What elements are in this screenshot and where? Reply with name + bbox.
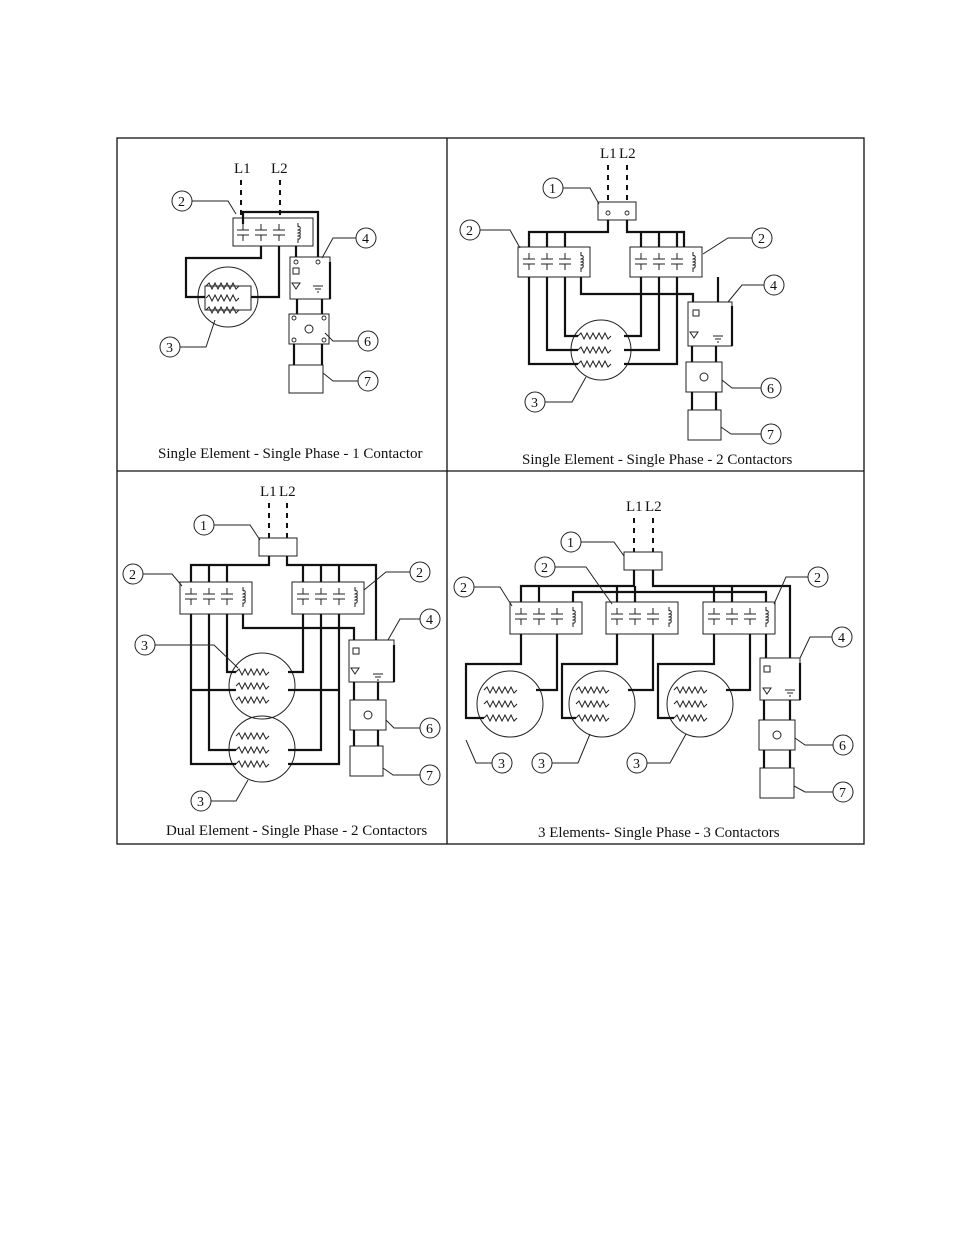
callout-7: 7 — [426, 769, 433, 784]
callout-3: 3 — [166, 341, 173, 356]
callout-3: 3 — [633, 757, 640, 772]
controller-box — [686, 362, 722, 392]
line-label-l2: L2 — [645, 499, 662, 515]
contactor-right — [703, 602, 775, 634]
line-label-l1: L1 — [260, 484, 277, 500]
panel-dual-element-2-contactors: L1 L2 — [123, 484, 440, 839]
callout-1: 1 — [200, 519, 207, 534]
callout-2: 2 — [129, 568, 136, 583]
contactor-left — [518, 247, 590, 277]
callout-3: 3 — [531, 396, 538, 411]
caption-panel-2: Single Element - Single Phase - 2 Contac… — [522, 452, 793, 468]
callout-2: 2 — [541, 561, 548, 576]
terminal-block — [259, 538, 297, 556]
panel-3-elements-3-contactors: L1 L2 — [454, 499, 853, 841]
sensor-box — [289, 365, 323, 393]
caption-panel-4: 3 Elements- Single Phase - 3 Contactors — [538, 825, 780, 841]
callout-2: 2 — [814, 571, 821, 586]
sensor-box — [350, 746, 383, 776]
panel-single-element-2-contactors: L1 L2 — [460, 146, 793, 468]
contactor-right — [630, 247, 702, 277]
caption-panel-3: Dual Element - Single Phase - 2 Contacto… — [166, 823, 427, 839]
terminal-block — [624, 552, 662, 570]
line-label-l2: L2 — [279, 484, 296, 500]
callout-2: 2 — [178, 195, 185, 210]
callout-7: 7 — [767, 428, 774, 443]
callout-6: 6 — [767, 382, 774, 397]
callout-4: 4 — [362, 232, 369, 247]
terminal-block — [598, 202, 636, 220]
callout-7: 7 — [839, 786, 846, 801]
callout-4: 4 — [770, 279, 777, 294]
callout-3: 3 — [197, 795, 204, 810]
callout-6: 6 — [839, 739, 846, 754]
caption-panel-1: Single Element - Single Phase - 1 Contac… — [158, 446, 423, 462]
callout-4: 4 — [838, 631, 845, 646]
callout-4: 4 — [426, 613, 433, 628]
sensor-box — [688, 410, 721, 440]
callout-2: 2 — [460, 581, 467, 596]
figure-frame — [117, 138, 864, 844]
contactor-box — [233, 218, 313, 246]
callout-3: 3 — [498, 757, 505, 772]
callout-6: 6 — [364, 335, 371, 350]
callout-2: 2 — [466, 224, 473, 239]
callout-3: 3 — [538, 757, 545, 772]
callout-7: 7 — [364, 375, 371, 390]
controller-box — [350, 700, 386, 730]
line-label-l2: L2 — [271, 161, 288, 177]
callout-1: 1 — [567, 536, 574, 551]
line-label-l1: L1 — [234, 161, 251, 177]
callout-6: 6 — [426, 722, 433, 737]
panel-single-element-1-contactor: L1 L2 2 — [158, 161, 423, 462]
line-label-l1: L1 — [626, 499, 643, 515]
thermostat-box — [688, 302, 732, 346]
callout-1: 1 — [549, 182, 556, 197]
sensor-box — [760, 768, 794, 798]
contactor-middle — [606, 602, 678, 634]
line-label-l2: L2 — [619, 146, 636, 162]
controller-box — [759, 720, 795, 750]
contactor-right — [292, 582, 364, 614]
contactor-left — [180, 582, 252, 614]
line-label-l1: L1 — [600, 146, 617, 162]
callout-2: 2 — [416, 566, 423, 581]
callout-3: 3 — [141, 639, 148, 654]
thermostat-box — [349, 640, 394, 682]
contactor-left — [510, 602, 582, 634]
thermostat-box — [760, 658, 800, 700]
callout-2: 2 — [758, 232, 765, 247]
